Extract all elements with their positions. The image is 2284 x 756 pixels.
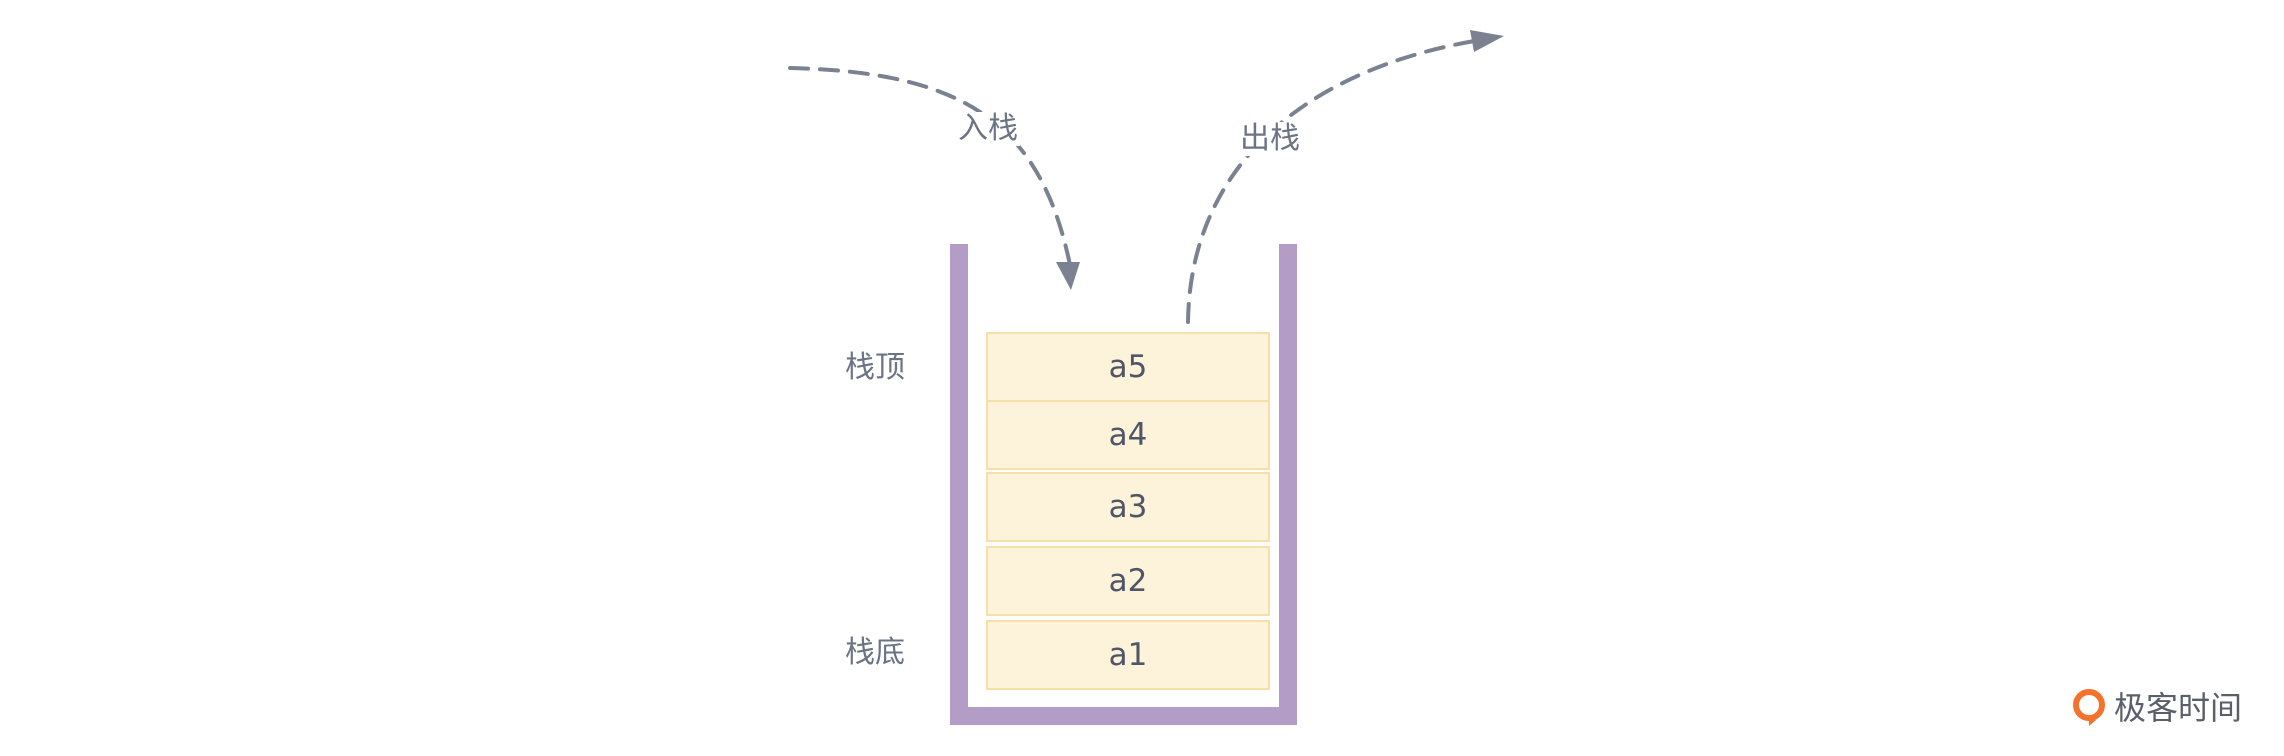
stack-cell: a4: [986, 400, 1270, 470]
brand-watermark: 极客时间: [2072, 688, 2242, 728]
pop-arrow-path: [1186, 38, 1482, 324]
push-label: 入栈: [956, 111, 1020, 146]
stack-container-base: [950, 707, 1297, 725]
brand-name: 极客时间: [2114, 689, 2243, 727]
pop-arrowhead-icon: [1470, 30, 1504, 52]
geektime-logo-icon: [2073, 689, 2105, 726]
pop-label: 出栈: [1238, 121, 1302, 156]
stack-bottom-label: 栈底: [845, 635, 905, 670]
stack-cell: a1: [986, 620, 1270, 690]
stack-cell: a2: [986, 546, 1270, 616]
stack-container-right-wall: [1279, 244, 1297, 725]
stack-container-left-wall: [950, 244, 968, 725]
stack-cell: a3: [986, 472, 1270, 542]
stack-cell: a5: [986, 332, 1270, 402]
push-arrow-path: [788, 66, 1072, 267]
stack-top-label: 栈顶: [845, 350, 905, 385]
push-arrowhead-icon: [1056, 262, 1080, 290]
